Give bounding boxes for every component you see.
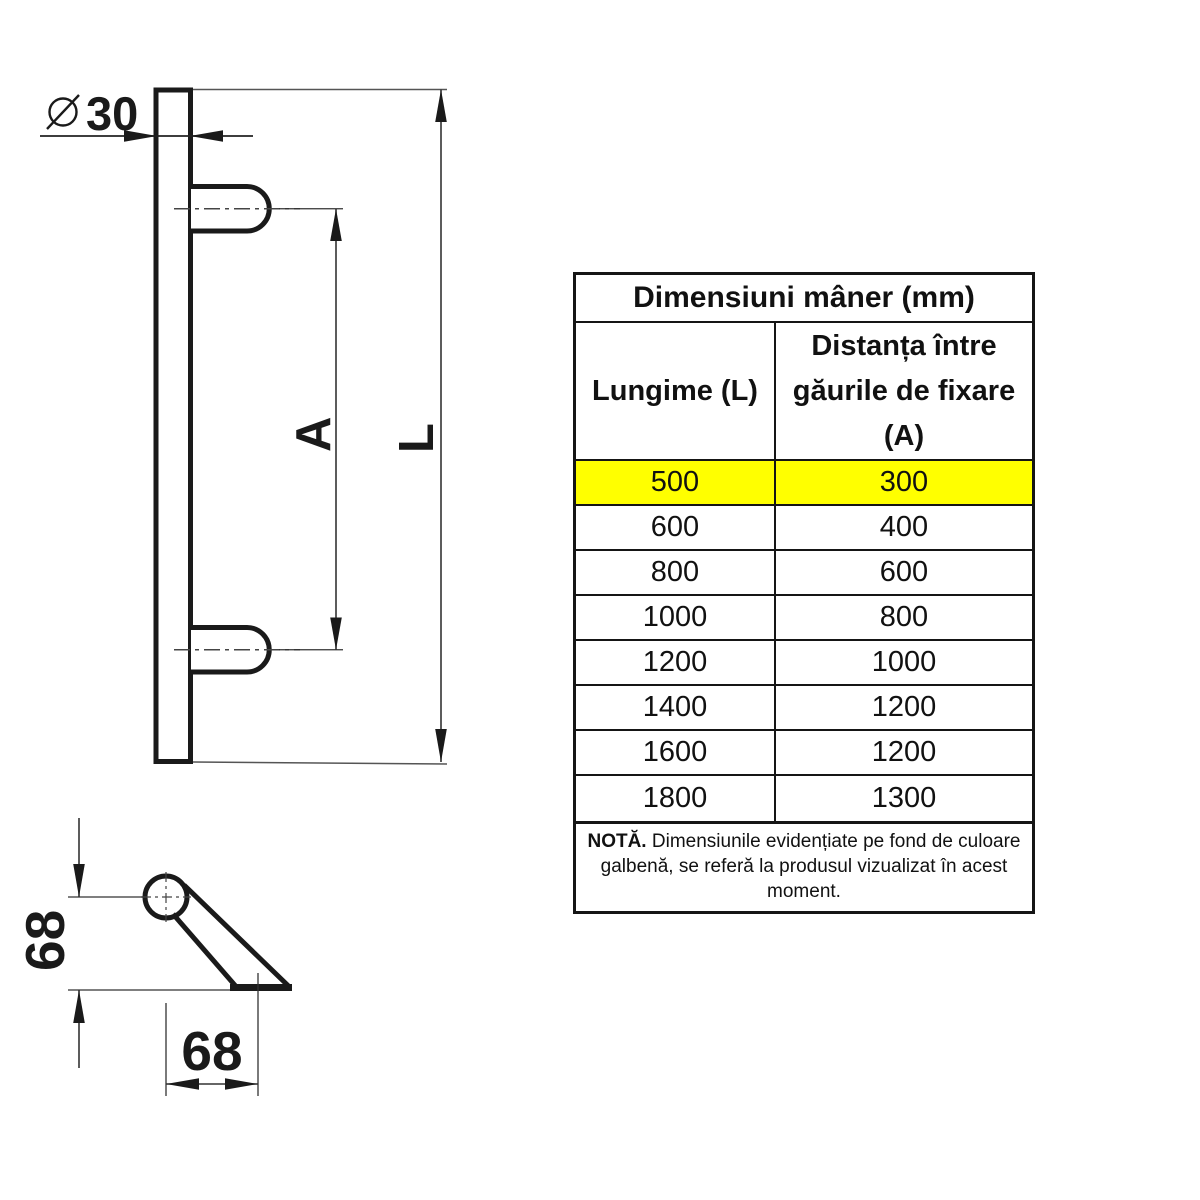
L-extension-bottom bbox=[192, 761, 448, 765]
dimension-height-68: 68 bbox=[14, 818, 230, 1068]
cell-distance: 1200 bbox=[871, 736, 937, 768]
cell-length: 800 bbox=[576, 551, 776, 594]
cell-distance: 300 bbox=[776, 461, 1032, 504]
L-label: L bbox=[390, 423, 444, 453]
arrowhead-left-icon bbox=[190, 130, 223, 142]
table-row: 1000 800 bbox=[576, 596, 1032, 641]
note-prefix: NOTĂ. bbox=[587, 831, 647, 852]
cell-distance: 800 bbox=[879, 601, 929, 633]
table-row: 1800 1300 bbox=[576, 776, 1032, 821]
cell-length: 600 bbox=[576, 506, 776, 549]
cell-length: 1600 bbox=[576, 731, 776, 774]
cell-length: 1400 bbox=[576, 686, 776, 729]
cell-distance: 1000 bbox=[871, 646, 937, 678]
arrowhead-up-icon bbox=[435, 89, 447, 122]
table-row: 800 600 bbox=[576, 551, 1032, 596]
front-view-drawing: 30 L A bbox=[40, 87, 448, 765]
arrowhead-down-icon bbox=[73, 864, 85, 897]
side-view-drawing: 68 68 bbox=[14, 818, 292, 1096]
col-header-distance: Distanța între găurile de fixare (A) bbox=[792, 329, 1016, 452]
dimension-L: L bbox=[192, 88, 448, 765]
height-value-label: 68 bbox=[14, 910, 76, 971]
note-text: Dimensiunile evidențiate pe fond de culo… bbox=[600, 831, 1021, 903]
arrowhead-down-icon bbox=[330, 617, 342, 650]
table-row: 500 300 bbox=[576, 461, 1032, 506]
table-row: 1200 1000 bbox=[576, 641, 1032, 686]
cell-length: 500 bbox=[576, 461, 776, 504]
diameter-symbol-slash bbox=[46, 94, 80, 130]
table-title: Dimensiuni mâner (mm) bbox=[576, 275, 1032, 323]
cell-length: 1200 bbox=[576, 641, 776, 684]
diameter-value-label: 30 bbox=[86, 87, 138, 140]
cell-distance: 600 bbox=[879, 556, 929, 588]
table-row: 600 400 bbox=[576, 506, 1032, 551]
table-row: 1400 1200 bbox=[576, 686, 1032, 731]
A-label: A bbox=[287, 417, 341, 452]
arrowhead-left-icon bbox=[166, 1078, 199, 1090]
dimension-depth-68: 68 bbox=[165, 973, 259, 1096]
cell-distance: 1300 bbox=[871, 782, 937, 814]
dimension-A: A bbox=[279, 208, 343, 651]
arrowhead-right-icon bbox=[124, 130, 157, 142]
cell-length: 1000 bbox=[576, 596, 776, 639]
support-arm-upper-edge bbox=[182, 883, 291, 989]
cell-distance: 1200 bbox=[871, 691, 937, 723]
dimension-table: Dimensiuni mâner (mm) Lungime (L) Distan… bbox=[573, 272, 1035, 915]
support-arm-lower-edge bbox=[171, 912, 238, 989]
diameter-dimension: 30 bbox=[40, 87, 253, 142]
handle-bar bbox=[153, 87, 193, 764]
arrowhead-right-icon bbox=[225, 1078, 258, 1090]
arrowhead-up-icon bbox=[73, 990, 85, 1023]
diameter-symbol-icon bbox=[48, 97, 78, 127]
arrowhead-down-icon bbox=[435, 729, 447, 762]
cell-length: 1800 bbox=[576, 776, 776, 821]
table-header-row: Lungime (L) Distanța între găurile de fi… bbox=[576, 323, 1032, 461]
col-header-length: Lungime (L) bbox=[576, 323, 776, 459]
table-note: NOTĂ. Dimensiunile evidențiate pe fond d… bbox=[576, 821, 1032, 911]
depth-value-label: 68 bbox=[181, 1020, 242, 1082]
table-row: 1600 1200 bbox=[576, 731, 1032, 776]
cell-distance: 400 bbox=[879, 511, 929, 543]
arrowhead-up-icon bbox=[330, 208, 342, 241]
